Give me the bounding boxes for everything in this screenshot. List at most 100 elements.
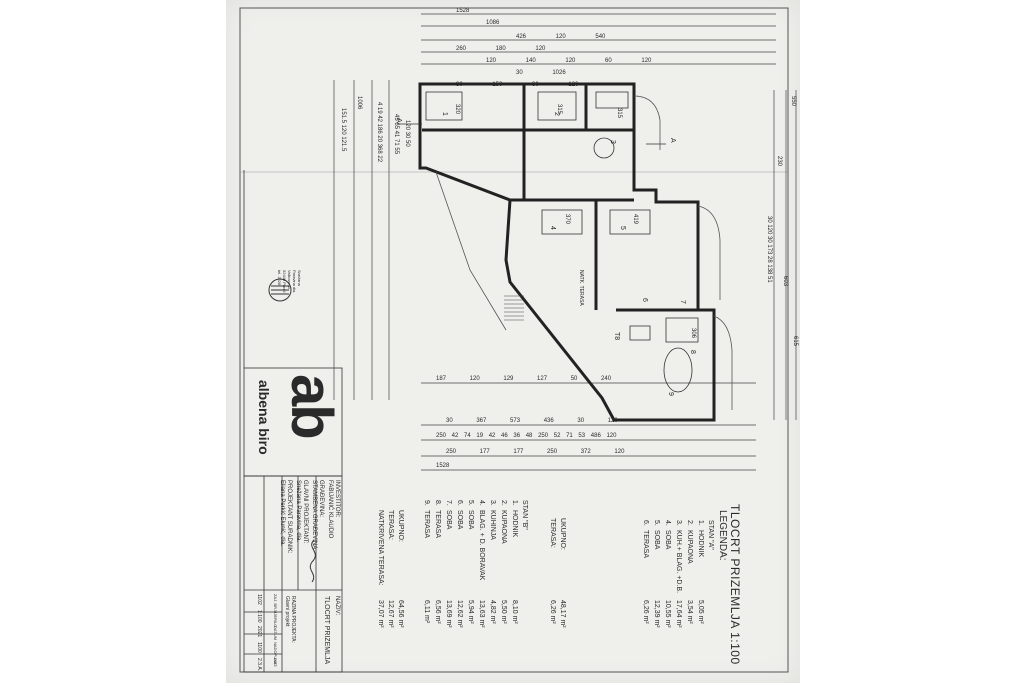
legend-row-area: 8,10 m² — [511, 600, 518, 624]
section-mark-line — [398, 123, 666, 145]
dimension-text: 30 150 30 120 — [456, 82, 579, 88]
dimension-text: 187 120 129 127 50 240 — [436, 376, 612, 382]
dimension-text: 30 1026 — [516, 70, 566, 76]
legend-row-area: 3,54 m² — [686, 600, 693, 624]
legend-row-number: 6. — [456, 500, 463, 506]
legend-row-area: 12,62 m² — [456, 600, 463, 628]
top-dimension-lines — [421, 13, 776, 65]
company-name: albena biro — [256, 380, 272, 455]
legend-row-name: SOBA — [664, 530, 671, 550]
signature-scribble — [309, 539, 316, 583]
sheet-frame — [239, 7, 789, 673]
legend-row-number: 2. — [686, 520, 693, 526]
legend-row-name: HODNIK — [511, 510, 518, 538]
stan-a-total-label: UKUPNO: — [559, 518, 566, 550]
left-dimension-lines — [333, 80, 390, 400]
stan-b-terrace-area: 12,67 m² — [387, 600, 394, 628]
company-info-line: Valkovo 4c — [287, 270, 292, 290]
room-dimension-label: 315 — [616, 108, 622, 119]
stan-b-total-label: UKUPNO: — [397, 510, 404, 542]
legend-row-area: 10,55 m² — [664, 600, 671, 628]
company-info-line: Paravina dia. — [292, 270, 297, 294]
plan-mark: 2 — [553, 112, 560, 116]
dimension-text: 1006 — [356, 96, 362, 110]
legend-heading: LEGENDA: — [717, 510, 728, 561]
investor-label: INVESTITOR: — [334, 480, 340, 518]
legend-row-number: 3. — [489, 500, 496, 506]
phase-value: Glavni projekt — [284, 596, 290, 627]
stan-b-terrace-label: TERASA: — [387, 510, 394, 540]
legend-row-name: SOBA — [653, 530, 660, 550]
legend-row-number: 1. — [697, 520, 704, 526]
floor-plan-sheet — [239, 7, 797, 673]
dimension-text: 1528 — [456, 8, 470, 14]
title-block-col-label: LIST: — [273, 658, 278, 668]
company-emblem — [268, 278, 292, 302]
company-info-line: Snežana — [297, 270, 302, 286]
plan-mark: 8 — [689, 350, 696, 354]
legend-row-area: 13,69 m² — [445, 600, 452, 628]
legend-row-number: 3. — [675, 520, 682, 526]
legend-row-name: SOBA — [456, 510, 463, 530]
legend-row-number: 7. — [445, 500, 452, 506]
room-dimension-label: 419 — [632, 214, 638, 225]
legend-row-name: TERASA — [423, 510, 430, 539]
plan-mark: 6 — [641, 298, 648, 302]
stan-a-total-area: 48,17 m² — [559, 600, 566, 628]
plan-mark: 5 — [619, 226, 626, 230]
dimension-text: 230 — [776, 156, 782, 167]
legend-row-number: 5. — [653, 520, 660, 526]
legend-row-name: SOBA — [445, 510, 452, 530]
designer-label: GLAVNI PROJEKTANT: — [302, 480, 308, 544]
legend-row-area: 4,82 m² — [489, 600, 496, 624]
legend-row-number: 9. — [423, 500, 430, 506]
drawing-name: TLOCRT PRIZEMLJA — [323, 596, 330, 665]
legend-row-name: TERASA — [642, 530, 649, 559]
legend-row-number: 4. — [664, 520, 671, 526]
legend-row-area: 12,39 m² — [653, 600, 660, 628]
company-logo-box — [243, 170, 343, 477]
legend-row-area: 5,50 m² — [500, 600, 507, 624]
title-block-col-value: 1100 — [256, 642, 262, 653]
legend-row-name: BLAG. + D. BORAVAK — [478, 510, 485, 581]
stan-a-label: STAN "A" — [707, 520, 714, 550]
designer-name: Snežana Paravina, dia. — [295, 480, 301, 543]
plan-mark: T8 — [613, 332, 620, 341]
bottom-dimension-lines — [421, 382, 756, 471]
dimension-text: 30 120 30 173 28 138 51 — [766, 216, 772, 283]
building-name: STAMBENA GRAĐEVINA — [311, 480, 317, 550]
legend-row-name: HODNIK — [697, 530, 704, 558]
title-block-col-label: MJERILO — [273, 610, 278, 628]
dimension-text: 1528 — [436, 463, 450, 469]
dimension-text: 30 367 573 436 30 120 — [446, 418, 618, 424]
company-info-line: 52440 Poreč — [282, 270, 287, 293]
furniture — [425, 91, 699, 393]
sub-designer-label: PROJEKTANT SURADNIK: — [286, 480, 292, 554]
legend-row-area: 6,56 m² — [434, 600, 441, 624]
title-block-col-label: ZAJ. BR. — [273, 594, 278, 611]
stan-b-natk-label: NATKRIVENA TERASA: — [377, 510, 384, 586]
dimension-text: 426 120 540 — [516, 34, 606, 40]
legend-row-number: 4. — [478, 500, 485, 506]
legend-row-name: TERASA — [434, 510, 441, 539]
title-block-col-value: 2.3.A. — [256, 658, 262, 672]
legend-row-name: SOBA — [467, 510, 474, 530]
title-block-col-value: 2021 — [256, 626, 262, 638]
plan-mark: 7 — [679, 300, 686, 304]
terrace-outlines — [435, 95, 733, 410]
drawing-label: NAZIV: — [334, 596, 340, 616]
room-dimension-label: 370 — [564, 214, 570, 225]
dimension-text: 615 — [792, 336, 798, 347]
legend-row-area: 5,94 m² — [467, 600, 474, 624]
title-block-col-value: 1:100 — [256, 610, 262, 623]
dimension-text: 120 30 50 — [404, 120, 410, 147]
sub-designer-name: Eliana Perkić Elunić, dia. — [279, 480, 285, 547]
legend-row-name: KUPAONA — [500, 510, 507, 544]
plan-mark: A — [395, 118, 402, 123]
stairs — [504, 295, 524, 321]
plan-mark: 1 — [441, 112, 448, 116]
plan-mark: 3 — [609, 140, 616, 144]
legend-row-area: 13,63 m² — [478, 600, 485, 628]
dimension-text: 603 — [782, 276, 788, 287]
legend-row-name: KUPAONA — [686, 530, 693, 564]
